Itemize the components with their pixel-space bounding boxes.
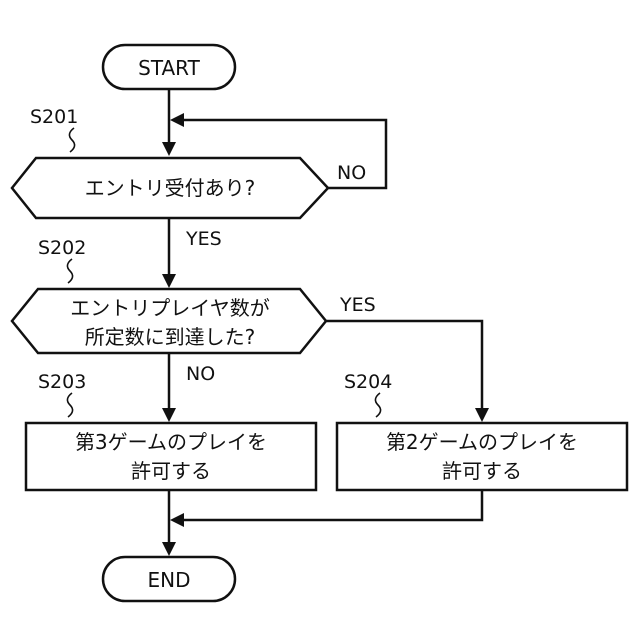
s202-no-label: NO bbox=[186, 363, 215, 385]
step-label-s204: S204 bbox=[344, 371, 392, 417]
s201-yes-label: YES bbox=[185, 228, 222, 250]
s203-label-leader bbox=[67, 393, 72, 417]
step-label-s203: S203 bbox=[38, 371, 86, 417]
s202-label-text: S202 bbox=[38, 237, 86, 259]
s201-label-text: S201 bbox=[30, 106, 78, 128]
decision-s201: エントリ受付あり? bbox=[12, 158, 328, 218]
end-text: END bbox=[148, 568, 191, 592]
decision-s202: エントリプレイヤ数が 所定数に到達した? bbox=[12, 289, 326, 353]
process-s203-text-line2: 許可する bbox=[131, 459, 211, 483]
s202-label-leader bbox=[67, 259, 72, 283]
decision-s202-text-line1: エントリプレイヤ数が bbox=[70, 296, 269, 320]
step-label-s201: S201 bbox=[30, 106, 78, 152]
start-terminal: START bbox=[103, 45, 235, 89]
arrowhead-s201-s202 bbox=[162, 274, 176, 288]
arrowhead-s202-no-s203 bbox=[162, 408, 176, 422]
process-s203: 第3ゲームのプレイを 許可する bbox=[26, 423, 316, 490]
end-terminal: END bbox=[103, 557, 235, 601]
arrowhead-s202-yes-s204 bbox=[475, 408, 489, 422]
s203-label-text: S203 bbox=[38, 371, 86, 393]
step-label-s202: S202 bbox=[38, 237, 86, 283]
s204-label-leader bbox=[375, 393, 380, 417]
arrowhead-s203-end bbox=[162, 542, 176, 556]
arrowhead-s201-no-loop bbox=[170, 113, 184, 127]
connector-s204-merge bbox=[182, 490, 482, 520]
start-text: START bbox=[138, 56, 200, 80]
s202-yes-label: YES bbox=[339, 294, 376, 316]
decision-s202-text-line2: 所定数に到達した? bbox=[85, 325, 256, 349]
process-s204-text-line1: 第2ゲームのプレイを bbox=[386, 430, 578, 454]
connector-s202-yes-s204 bbox=[326, 321, 482, 410]
process-s203-text-line1: 第3ゲームのプレイを bbox=[75, 430, 267, 454]
arrowhead-start-s201 bbox=[162, 142, 176, 156]
s201-no-label: NO bbox=[337, 162, 366, 184]
process-s204: 第2ゲームのプレイを 許可する bbox=[337, 423, 627, 490]
s204-label-text: S204 bbox=[344, 371, 392, 393]
process-s204-text-line2: 許可する bbox=[442, 459, 522, 483]
arrowhead-s204-merge bbox=[170, 513, 184, 527]
s201-label-leader bbox=[69, 128, 74, 152]
decision-s201-text: エントリ受付あり? bbox=[85, 176, 256, 200]
